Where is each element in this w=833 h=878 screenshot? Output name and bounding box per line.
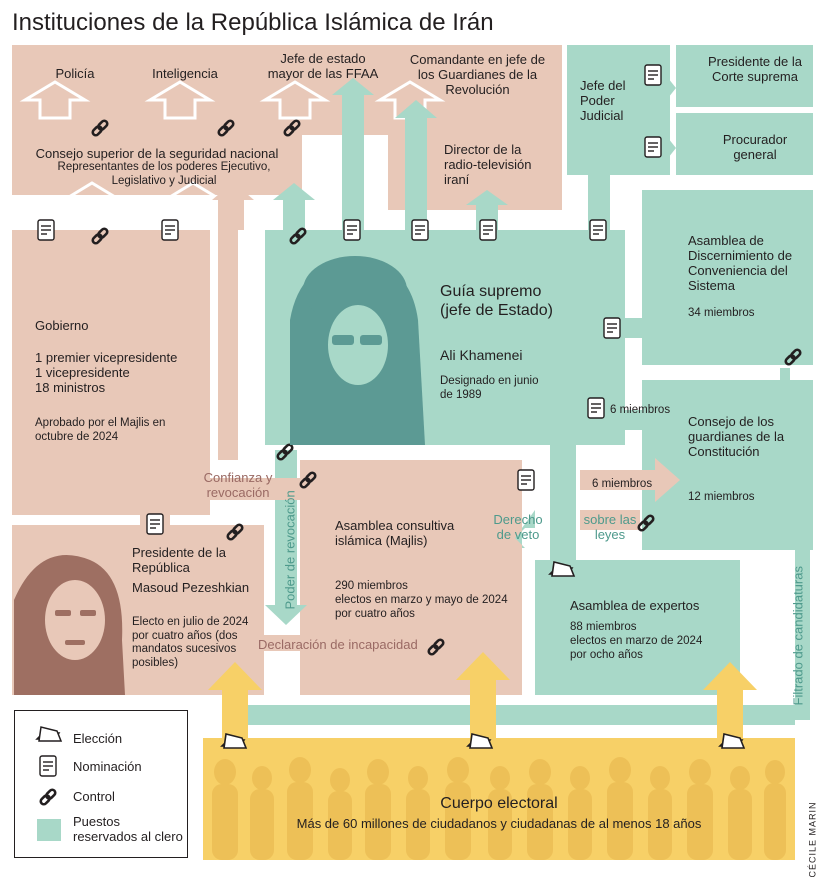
label-majlis-members: 290 miembros	[335, 580, 408, 592]
label-electorate: Cuerpo electoral	[440, 795, 558, 812]
label-gobierno-line1: 1 premier vicepresidente	[35, 350, 178, 365]
label-sobre-leyes: sobre las leyes	[583, 512, 637, 542]
arrow-to-comandante	[395, 100, 437, 230]
label-derecho-veto: Derecho de veto	[493, 512, 543, 542]
label-expertos: Asamblea de expertos	[570, 598, 700, 613]
arrow-expertos-up	[540, 410, 586, 560]
label-gobierno: Gobierno	[35, 318, 89, 333]
arrow-gobierno-council	[212, 182, 254, 230]
label-policia: Policía	[55, 66, 95, 81]
chain-icons	[91, 119, 802, 656]
label-director-tv: Director de la radio-televisión iraní	[444, 142, 532, 187]
arrow-to-judicial	[578, 158, 620, 230]
label-guardianes-members: 12 miembros	[688, 491, 755, 503]
label-expertos-elected: electos en marzo de 2024 por ocho años	[570, 635, 703, 661]
arrow-to-corte	[642, 68, 676, 108]
filtrado-down	[780, 368, 790, 385]
filtrado-line	[795, 545, 810, 720]
document-icon	[39, 755, 57, 777]
label-seis-miembros-1: 6 miembros	[610, 404, 671, 416]
label-poder-revocacion: Poder de revocación	[282, 490, 298, 610]
crowd-silhouettes	[212, 757, 786, 860]
tan-col	[218, 195, 238, 460]
corte-suprema-box	[676, 45, 813, 107]
label-conveniencia-members: 34 miembros	[688, 307, 755, 319]
legend-icons	[35, 726, 63, 841]
ballot-icons	[220, 561, 746, 749]
vote-arrow-majlis	[456, 652, 510, 738]
arrow-sobre-leyes	[580, 510, 640, 530]
chain-icon	[39, 788, 57, 806]
label-majlis: Asamblea consultiva islámica (Majlis)	[335, 518, 455, 548]
arrow-filtrado-left	[225, 695, 795, 735]
vote-arrow-expertos	[703, 662, 757, 738]
arrow-to-tv	[466, 190, 508, 230]
white-band	[12, 213, 632, 228]
label-pezeshkian: Masoud Pezeshkian	[132, 580, 250, 595]
clergy-swatch	[37, 819, 61, 841]
label-confianza: Confianza y revocación	[203, 470, 273, 500]
label-conveniencia: Asamblea de Discernimiento de Convenienc…	[688, 233, 793, 293]
label-guia: Guía supremo (jefe de Estado)	[440, 283, 553, 319]
label-comandante: Comandante en jefe de los Guardianes de …	[409, 52, 546, 97]
label-jefe-judicial: Jefe del Poder Judicial	[580, 78, 626, 123]
label-filtrado: Filtrado de candidaturas	[790, 566, 806, 706]
gobierno-box	[12, 230, 210, 515]
label-guardianes: Consejo de los guardianes de la Constitu…	[688, 414, 785, 459]
label-majlis-elected: electos en marzo y mayo de 2024 por cuat…	[335, 594, 508, 620]
label-presidente-elected: Electo en julio de 2024 por cuatro años …	[132, 616, 249, 669]
document-icons	[37, 64, 662, 535]
label-seis-miembros-2: 6 miembros	[592, 478, 653, 490]
vote-arrow-presidente	[208, 662, 262, 738]
label-presidente: Presidente de la República	[132, 545, 226, 575]
up-arrow-jefe-estado	[259, 80, 331, 120]
legend-nominacion: Nominación	[73, 759, 142, 774]
up-arrow-council-2	[159, 181, 227, 217]
arrow-gobierno-president	[128, 482, 182, 525]
label-inteligencia: Inteligencia	[152, 66, 218, 81]
arrow-seis-miembros-2	[580, 458, 680, 502]
label-expertos-members: 88 miembros	[570, 621, 637, 633]
label-declaracion: Declaración de incapacidad	[258, 637, 418, 652]
up-arrow-council	[58, 181, 126, 217]
arrow-confianza	[185, 466, 300, 514]
arrow-to-ffaa	[332, 78, 374, 230]
arrow-to-guardianes	[625, 397, 690, 443]
page-title: Instituciones de la República Islámica d…	[12, 9, 494, 36]
label-khamenei: Ali Khamenei	[440, 347, 523, 363]
legend: Elección Nominación Control Puestos rese…	[14, 710, 188, 858]
arrow-declaracion	[245, 625, 300, 661]
up-arrow-inteligencia	[144, 80, 216, 120]
label-electorate-sub: Más de 60 millones de ciudadanos y ciuda…	[296, 816, 702, 831]
procurador-box	[676, 113, 813, 175]
label-procurador: Procurador general	[722, 132, 788, 162]
security-council-box	[12, 135, 302, 195]
label-security-council: Consejo superior de la seguridad naciona…	[35, 146, 279, 161]
label-gobierno-line2: 1 vicepresidente	[35, 365, 130, 380]
expertos-box	[535, 560, 740, 695]
label-designado: Designado en junio de 1989	[440, 375, 539, 401]
arrow-to-council	[273, 183, 315, 230]
up-arrow-policia	[19, 80, 91, 120]
arrow-derecho-veto	[515, 510, 535, 548]
label-jefe-estado-mayor: Jefe de estado mayor de las FFAA	[267, 51, 379, 81]
legend-clero: Puestos reservados al clero	[73, 814, 183, 844]
legend-control: Control	[73, 789, 115, 804]
label-gobierno-line3: 18 ministros	[35, 380, 106, 395]
ballot-icon	[35, 726, 63, 742]
label-security-council-sub: Representantes de los poderes Ejecutivo,…	[57, 161, 271, 187]
arrow-to-conveniencia	[625, 305, 680, 351]
label-presidente-corte: Presidente de la Corte suprema	[708, 54, 802, 84]
credit: Cécile Marin	[807, 801, 818, 878]
label-gobierno-approved: Aprobado por el Majlis en octubre de 202…	[35, 417, 166, 443]
legend-eleccion: Elección	[73, 731, 123, 746]
